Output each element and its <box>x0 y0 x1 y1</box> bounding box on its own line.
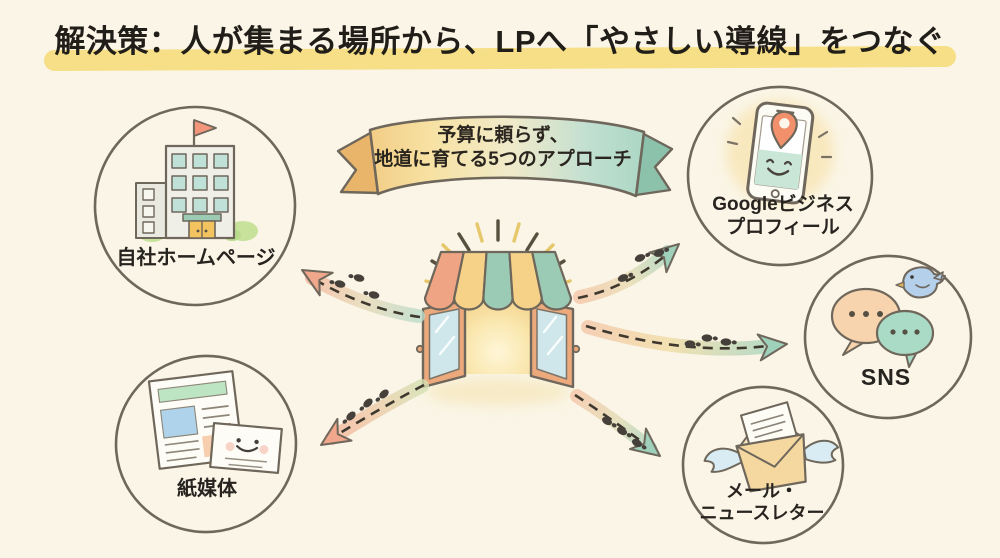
label-paper-media: 紙媒体 <box>177 478 237 500</box>
smartphone-map-pin-icon <box>726 100 834 205</box>
ribbon-banner <box>336 115 674 198</box>
circle-homepage <box>93 105 297 307</box>
arrow-to-paper <box>312 379 429 457</box>
banner-text: 予算に頼らず、 地道に育てる5つのアプローチ <box>374 124 632 172</box>
node-circles <box>93 85 973 545</box>
striped-awning <box>423 250 573 311</box>
storefront-ground-glow <box>426 378 570 406</box>
open-storefront-icon <box>415 219 581 406</box>
sparkle-dashes <box>726 116 833 159</box>
circle-mail <box>681 385 845 545</box>
newspaper-card-icon <box>147 370 283 474</box>
label-homepage: 自社ホームページ <box>116 247 276 269</box>
arrow-to-sns <box>581 320 790 362</box>
doorway-glow <box>466 302 530 374</box>
arrow-to-mail <box>570 389 670 468</box>
circle-google <box>686 85 874 267</box>
label-mail-line-1: メール・ <box>725 481 798 501</box>
label-mail-line-2: ニュースレター <box>699 502 825 523</box>
speech-bubbles-bird-icon <box>830 266 946 368</box>
banner-line-1: 予算に頼らず、 <box>437 125 569 146</box>
label-google-line-1: Googleビジネス <box>712 194 854 215</box>
label-google-line-2: プロフィール <box>726 217 840 239</box>
page-title: 解決策：人が集まる場所から、LPへ「やさしい導線」をつなぐ <box>54 24 946 59</box>
circle-sns <box>803 254 973 420</box>
label-google-business: Googleビジネス プロフィール <box>712 193 853 239</box>
open-doors <box>415 299 581 389</box>
arrow-to-homepage <box>294 257 425 323</box>
label-sns: SNS <box>860 364 912 390</box>
ribbon-band <box>368 115 646 198</box>
label-mail-newsletter: メール・ ニュースレター <box>699 481 824 525</box>
circle-paper <box>114 354 298 534</box>
bird-icon <box>895 266 946 299</box>
office-building-icon <box>135 119 258 242</box>
banner-line-2: 地道に育てる5つのアプローチ <box>374 149 632 170</box>
winged-envelope-icon <box>703 401 840 493</box>
arrow-to-google <box>573 233 689 304</box>
